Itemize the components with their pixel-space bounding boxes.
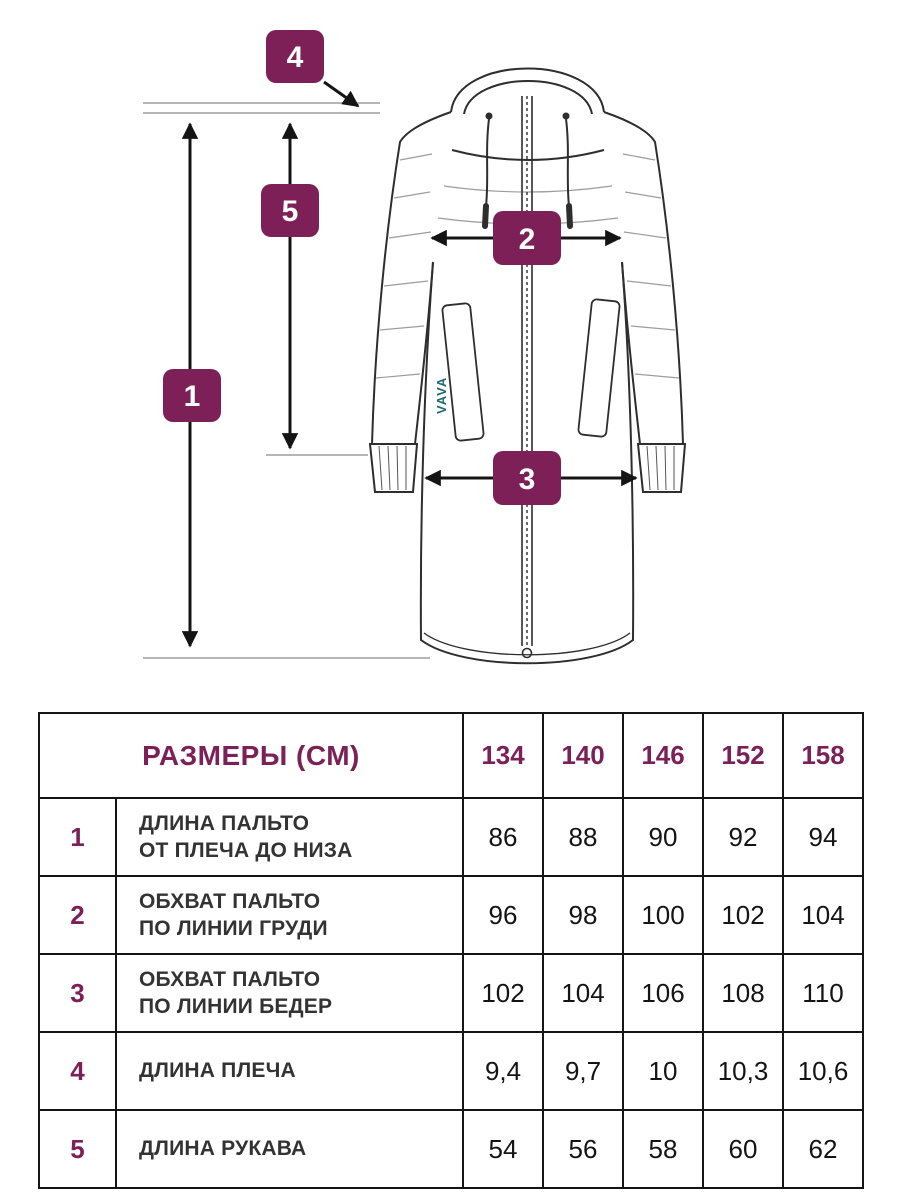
cord-toggle-left (482, 203, 489, 229)
size-value: 10 (622, 1031, 705, 1111)
size-column-header: 158 (782, 712, 865, 799)
grommet-right (562, 112, 570, 120)
table-row-sleeve-length: 5 ДЛИНА РУКАВА 54 56 58 60 62 (38, 1109, 865, 1189)
size-value: 104 (542, 953, 625, 1033)
badge-sleeve: 5 (261, 184, 319, 237)
row-label-line: ДЛИНА ПАЛЬТО (139, 811, 310, 835)
size-value: 102 (462, 953, 545, 1033)
size-value: 100 (622, 875, 705, 955)
size-value: 110 (782, 953, 865, 1033)
size-value: 90 (622, 797, 705, 877)
hood-drawcords (482, 112, 573, 229)
coat-measurement-diagram: VAVA 4 5 1 2 (143, 30, 687, 665)
zipper-pull (521, 647, 533, 659)
size-value: 102 (702, 875, 785, 955)
row-label-line: ДЛИНА ПЛЕЧА (139, 1059, 296, 1083)
row-label-line: ПО ЛИНИИ БЕДЕР (139, 995, 333, 1018)
badge-shoulder-label: 4 (287, 41, 304, 74)
table-title: РАЗМЕРЫ (СМ) (37, 712, 465, 799)
size-value: 108 (702, 953, 785, 1033)
size-value: 60 (702, 1109, 785, 1189)
badge-chest: 2 (493, 211, 561, 265)
right-sleeve-outer (603, 111, 684, 445)
size-value: 9,4 (462, 1031, 545, 1111)
coat-body (419, 261, 635, 665)
size-table: РАЗМЕРЫ (СМ) 134 140 146 152 158 1 ДЛИНА… (37, 712, 865, 1189)
cuff-ribs (378, 445, 675, 491)
row-label-line: ПО ЛИНИИ ГРУДИ (139, 917, 328, 940)
size-column-header: 140 (542, 712, 625, 799)
coat-outline (368, 67, 687, 665)
size-column-header: 146 (622, 712, 705, 799)
table-row-hip-girth: 3 ОБХВАТ ПАЛЬТО ПО ЛИНИИ БЕДЕР 102 104 1… (38, 953, 865, 1033)
badge-hip-label: 3 (519, 463, 536, 496)
right-cuff (636, 443, 687, 493)
row-number: 5 (38, 1109, 117, 1189)
left-sleeve-outer (371, 111, 452, 445)
row-label: ДЛИНА ПАЛЬТО ОТ ПЛЕЧА ДО НИЗА (114, 797, 465, 877)
size-value: 56 (542, 1109, 625, 1189)
size-value: 86 (462, 797, 545, 877)
row-label: ДЛИНА ПЛЕЧА (114, 1031, 465, 1111)
row-label-line: ДЛИНА РУКАВА (139, 1137, 307, 1161)
row-label-line: ОБХВАТ ПАЛЬТО (139, 889, 321, 913)
row-number: 4 (38, 1031, 117, 1111)
row-label-line: ОТ ПЛЕЧА ДО НИЗА (139, 839, 353, 862)
size-value: 62 (782, 1109, 865, 1189)
badge-length-label: 1 (184, 380, 201, 413)
size-value: 58 (622, 1109, 705, 1189)
row-label: ДЛИНА РУКАВА (114, 1109, 465, 1189)
reference-lines (143, 102, 430, 659)
size-value: 88 (542, 797, 625, 877)
size-value: 106 (622, 953, 705, 1033)
badge-hip: 3 (493, 451, 561, 505)
badge-length: 1 (163, 369, 221, 422)
size-value: 10,3 (702, 1031, 785, 1111)
size-value: 9,7 (542, 1031, 625, 1111)
row-label: ОБХВАТ ПАЛЬТО ПО ЛИНИИ ГРУДИ (114, 875, 465, 955)
row-label: ОБХВАТ ПАЛЬТО ПО ЛИНИИ БЕДЕР (114, 953, 465, 1033)
right-pocket (577, 298, 621, 438)
badge-chest-label: 2 (519, 223, 536, 256)
hem-inner-line (423, 632, 631, 656)
row-label-line: ОБХВАТ ПАЛЬТО (139, 967, 321, 991)
badge-shoulder: 4 (266, 30, 324, 83)
left-cuff (368, 443, 419, 493)
size-column-header: 152 (702, 712, 785, 799)
badges: 4 5 1 2 3 (163, 30, 561, 505)
brand-logo-text: VAVA (434, 377, 449, 414)
size-column-header: 134 (462, 712, 545, 799)
size-value: 96 (462, 875, 545, 955)
badge-sleeve-label: 5 (282, 195, 299, 228)
coat-diagram-section: VAVA 4 5 1 2 (143, 30, 687, 665)
measure-arrows (181, 80, 638, 648)
table-row-coat-length: 1 ДЛИНА ПАЛЬТО ОТ ПЛЕЧА ДО НИЗА 86 88 90… (38, 797, 865, 877)
size-table-section: РАЗМЕРЫ (СМ) 134 140 146 152 158 1 ДЛИНА… (0, 712, 900, 1189)
row-number: 1 (38, 797, 117, 877)
size-value: 98 (542, 875, 625, 955)
table-row-chest-girth: 2 ОБХВАТ ПАЛЬТО ПО ЛИНИИ ГРУДИ 96 98 100… (38, 875, 865, 955)
zipper (521, 96, 533, 659)
arrow-shoulder-pointer (323, 80, 360, 108)
collar-seam (451, 149, 605, 161)
size-value: 94 (782, 797, 865, 877)
brand-logo: VAVA (434, 377, 449, 414)
row-number: 2 (38, 875, 117, 955)
size-value: 92 (702, 797, 785, 877)
hood-inner (463, 80, 593, 115)
row-number: 3 (38, 953, 117, 1033)
size-value: 10,6 (782, 1031, 865, 1111)
table-header-row: РАЗМЕРЫ (СМ) 134 140 146 152 158 (37, 712, 865, 799)
left-pocket (441, 302, 485, 442)
table-row-shoulder-length: 4 ДЛИНА ПЛЕЧА 9,4 9,7 10 10,3 10,6 (38, 1031, 865, 1111)
grommet-left (485, 112, 493, 120)
hood-outer (450, 67, 605, 113)
pockets (441, 298, 621, 442)
cord-toggle-right (566, 203, 573, 229)
size-value: 104 (782, 875, 865, 955)
size-value: 54 (462, 1109, 545, 1189)
